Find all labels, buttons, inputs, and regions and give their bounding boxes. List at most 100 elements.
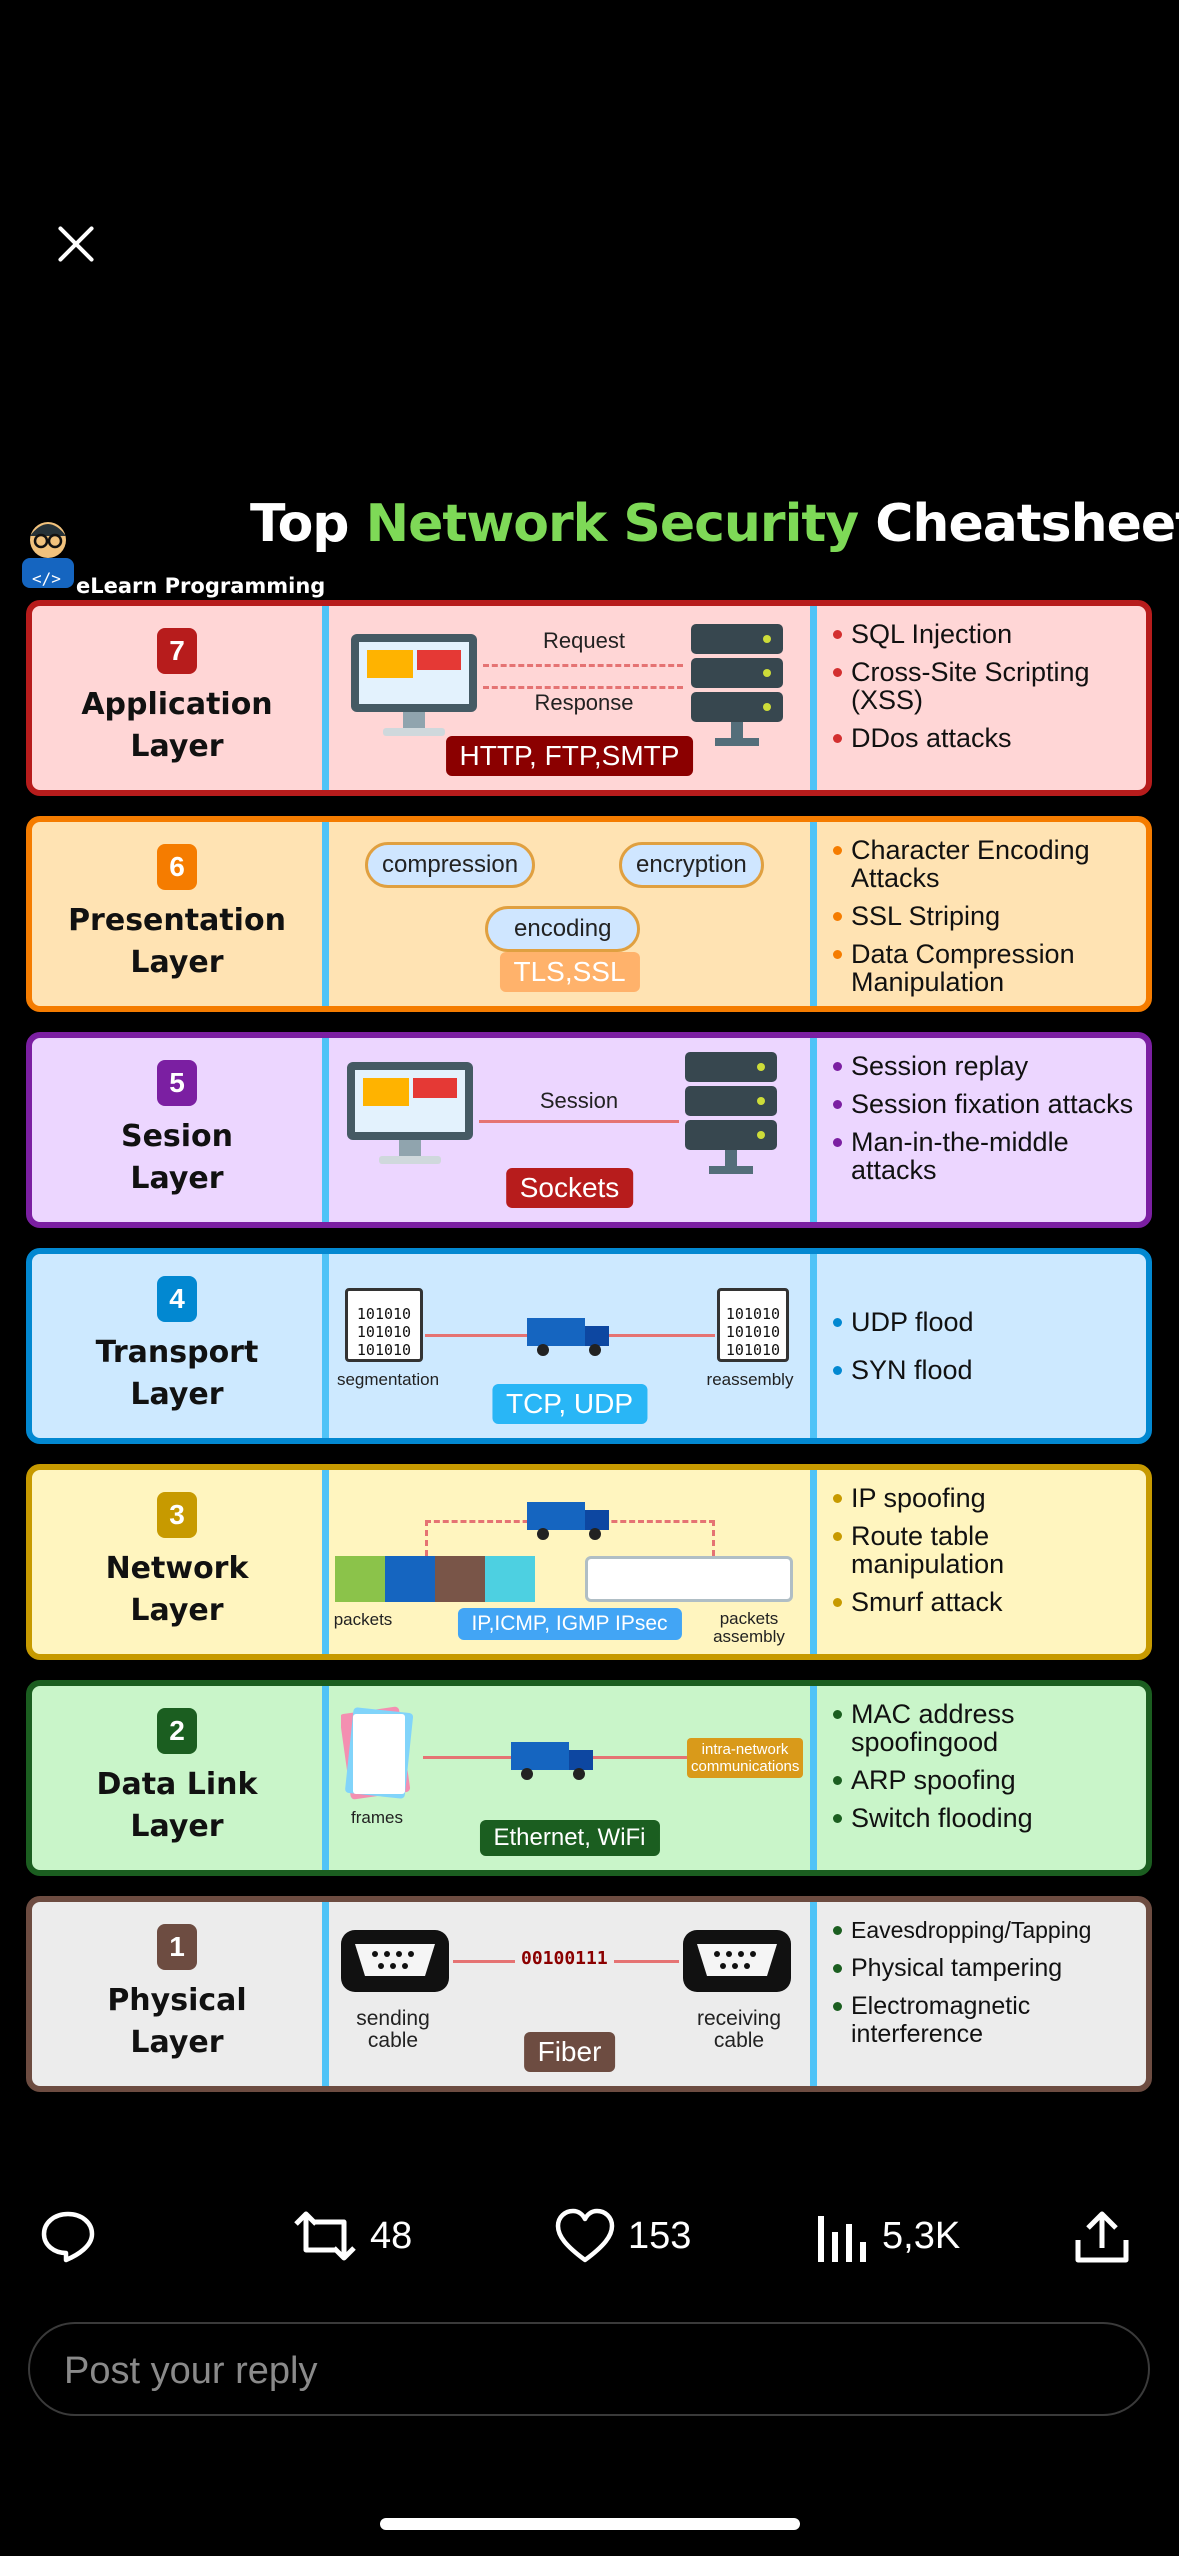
threat-item: ARP spoofing bbox=[831, 1766, 1137, 1794]
mascot-icon: </> bbox=[22, 522, 74, 588]
reassembly-label: reassembly bbox=[706, 1370, 794, 1389]
server-icon bbox=[685, 1052, 777, 1174]
retweet-button[interactable]: 48 bbox=[292, 2206, 412, 2266]
threat-list: UDP flood SYN flood bbox=[831, 1308, 1137, 1394]
home-indicator[interactable] bbox=[380, 2518, 800, 2530]
threat-item: Session fixation attacks bbox=[831, 1090, 1137, 1118]
receiving-cable-label: receiving cable bbox=[696, 2007, 782, 2052]
post-action-bar: 48 153 5,3K bbox=[0, 2180, 1179, 2290]
threat-item: DDos attacks bbox=[831, 724, 1137, 752]
retweet-icon bbox=[294, 2211, 356, 2261]
segmentation-label: segmentation bbox=[336, 1370, 440, 1389]
threat-item: MAC address spoofingood bbox=[831, 1700, 1137, 1756]
threat-item: UDP flood bbox=[831, 1308, 1137, 1336]
request-label: Request bbox=[543, 628, 625, 653]
packets-label: packets bbox=[333, 1610, 393, 1629]
layer-number-badge: 4 bbox=[157, 1276, 197, 1322]
layer-number-badge: 3 bbox=[157, 1492, 197, 1538]
threat-item: Cross-Site Scripting (XSS) bbox=[831, 658, 1137, 714]
comment-icon bbox=[41, 2211, 95, 2263]
frames-label: frames bbox=[351, 1808, 403, 1827]
threat-item: IP spoofing bbox=[831, 1484, 1137, 1512]
layer-number-badge: 5 bbox=[157, 1060, 197, 1106]
session-label: Session bbox=[539, 1088, 619, 1113]
cheatsheet-title: Top Network Security Cheatsheet bbox=[250, 494, 1179, 554]
threat-item: Data Compression Manipulation bbox=[831, 940, 1137, 996]
layer-diagram: packets packets assembly IP,ICMP, IGMP I… bbox=[329, 1470, 810, 1654]
server-icon bbox=[691, 624, 783, 746]
intra-network-label: intra-network communications bbox=[687, 1738, 803, 1778]
threat-item: Physical tampering bbox=[831, 1954, 1137, 1982]
views-button[interactable]: 5,3K bbox=[814, 2206, 960, 2266]
encoding-pill: encoding bbox=[485, 906, 641, 952]
threat-item: Route table manipulation bbox=[831, 1522, 1137, 1578]
like-button[interactable]: 153 bbox=[554, 2206, 691, 2266]
truck-icon bbox=[527, 1318, 609, 1356]
packets-icon bbox=[335, 1556, 535, 1602]
reply-input[interactable]: Post your reply bbox=[28, 2322, 1150, 2416]
threat-list: Session replay Session fixation attacks … bbox=[831, 1052, 1137, 1194]
truck-icon bbox=[527, 1502, 609, 1540]
layer-number-badge: 2 bbox=[157, 1708, 197, 1754]
layer-diagram: Session Sockets bbox=[329, 1038, 810, 1222]
threat-item: SYN flood bbox=[831, 1356, 1137, 1384]
retweet-count: 48 bbox=[370, 2214, 413, 2257]
truck-icon bbox=[511, 1742, 593, 1780]
threat-list: Eavesdropping/Tapping Physical tampering… bbox=[831, 1916, 1137, 2058]
threat-item: Electromagnetic interference bbox=[831, 1992, 1137, 2048]
close-button[interactable] bbox=[50, 218, 102, 270]
layer-number-badge: 6 bbox=[157, 844, 197, 890]
layer-diagram: Request Response HTTP, FTP,SMTP bbox=[329, 606, 810, 790]
reply-button[interactable] bbox=[38, 2206, 98, 2266]
views-count: 5,3K bbox=[882, 2214, 961, 2257]
protocol-label: Fiber bbox=[523, 2032, 616, 2072]
response-label: Response bbox=[534, 690, 634, 715]
layer-number-badge: 7 bbox=[157, 628, 197, 674]
share-button[interactable] bbox=[1072, 2206, 1132, 2266]
threat-item: Smurf attack bbox=[831, 1588, 1137, 1616]
protocol-label: IP,ICMP, IGMP IPsec bbox=[457, 1608, 682, 1640]
threat-item: Man-in-the-middle attacks bbox=[831, 1128, 1137, 1184]
title-part-1: Top bbox=[250, 494, 350, 554]
threat-list: MAC address spoofingood ARP spoofing Swi… bbox=[831, 1700, 1137, 1842]
binary-signal-label: 00100111 bbox=[515, 1948, 614, 1969]
protocol-label: TCP, UDP bbox=[491, 1384, 648, 1424]
title-part-2: Network Security bbox=[365, 494, 860, 554]
receiving-cable-icon bbox=[683, 1930, 791, 1992]
computer-icon bbox=[347, 1062, 473, 1164]
sending-cable-icon bbox=[341, 1930, 449, 1992]
threat-item: SQL Injection bbox=[831, 620, 1137, 648]
like-count: 153 bbox=[628, 2214, 692, 2257]
layer-number-badge: 1 bbox=[157, 1924, 197, 1970]
brand-name: eLearn Programming bbox=[76, 574, 326, 598]
encryption-pill: encryption bbox=[619, 842, 764, 888]
views-chart-icon bbox=[818, 2216, 866, 2262]
threat-item: Session replay bbox=[831, 1052, 1137, 1080]
svg-text:</>: </> bbox=[32, 569, 61, 588]
computer-icon bbox=[351, 634, 477, 736]
cheatsheet-image: </> eLearn Programming Top Network Secur… bbox=[0, 480, 1179, 2120]
compression-pill: compression bbox=[365, 842, 536, 888]
threat-list: Character Encoding Attacks SSL Striping … bbox=[831, 836, 1137, 1006]
layer-diagram: compression encryption encoding TLS,SSL bbox=[329, 822, 810, 1006]
sending-cable-label: sending cable bbox=[356, 2007, 430, 2052]
layer-diagram: 00100111 sending cable receiving cable F… bbox=[329, 1902, 810, 2086]
assembled-packet-box bbox=[585, 1556, 793, 1602]
share-icon bbox=[1075, 2211, 1129, 2263]
title-part-3: Cheatsheet bbox=[875, 494, 1179, 554]
protocol-label: Sockets bbox=[505, 1168, 634, 1208]
packets-assembly-label: packets assembly bbox=[713, 1609, 785, 1646]
